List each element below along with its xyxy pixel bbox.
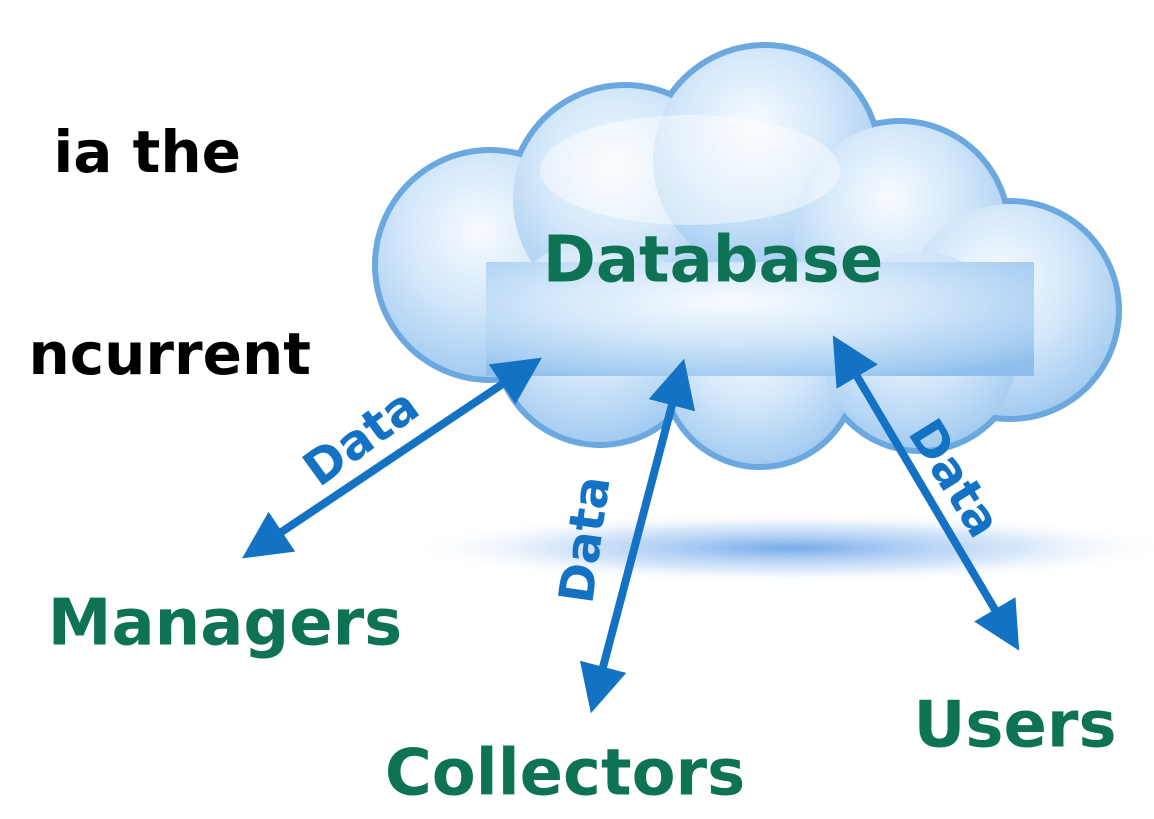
arrow-database-managers — [242, 357, 542, 559]
node-collectors: Collectors — [385, 737, 745, 811]
slide-text-line-1: ia the — [53, 118, 241, 186]
arrow-database-collectors — [579, 358, 696, 714]
node-database: Database — [543, 224, 884, 298]
data-arrows — [242, 335, 1020, 714]
cloud-shadow — [400, 512, 1154, 584]
node-managers: Managers — [48, 587, 403, 661]
data-label-collectors: Data — [548, 473, 621, 607]
node-users: Users — [913, 689, 1116, 763]
arrow-database-users — [832, 335, 1020, 651]
node-labels: Database Managers Collectors Users — [48, 224, 1117, 811]
